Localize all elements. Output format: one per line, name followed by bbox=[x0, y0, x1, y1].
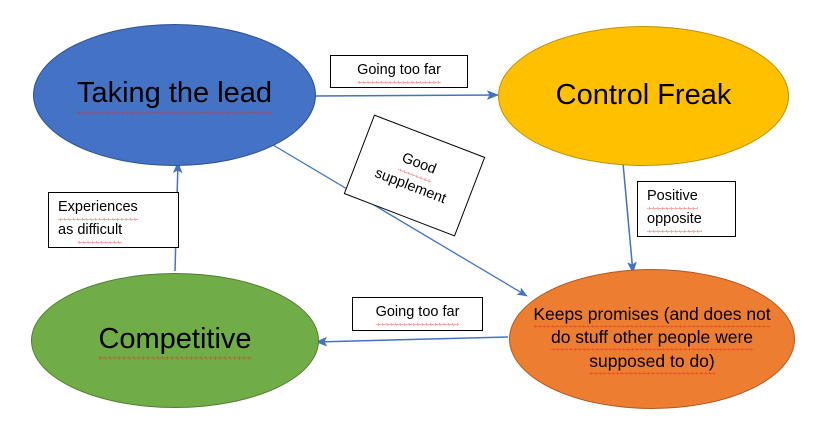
edge-label-going-too-far-bottom[interactable]: Going too far bbox=[352, 297, 483, 331]
keeps-line-2: do stuff other people were bbox=[550, 327, 754, 353]
node-competitive-label: Competitive bbox=[88, 322, 261, 361]
edge-label-good-supplement[interactable]: Good supplement bbox=[343, 114, 486, 237]
node-control-freak-label: Control Freak bbox=[555, 79, 732, 112]
difficult-word: difficult bbox=[77, 220, 122, 245]
arrow-keeps-to-competitive bbox=[315, 336, 509, 347]
node-control-freak[interactable]: Control Freak bbox=[498, 26, 789, 166]
edge-label-experiences-as-difficult[interactable]: Experiences as difficult bbox=[48, 192, 179, 248]
edge-label-going-too-far-top[interactable]: Going too far bbox=[330, 55, 468, 88]
edge-label-good-supplement-text: Good supplement bbox=[372, 150, 449, 207]
node-competitive[interactable]: Competitive bbox=[31, 273, 319, 408]
node-taking-the-lead-label: Taking the lead bbox=[67, 76, 282, 116]
experiences-line-2: as difficult bbox=[58, 222, 122, 245]
arrow-control-to-keeps bbox=[622, 162, 637, 274]
node-keeps-promises[interactable]: Keeps promises (and does not do stuff ot… bbox=[509, 269, 795, 409]
edge-label-going-too-far-bottom-text: Going too far bbox=[375, 302, 459, 327]
node-taking-the-lead[interactable]: Taking the lead bbox=[33, 24, 316, 166]
keeps-line-3: supposed to do) bbox=[589, 351, 715, 376]
edge-label-experiences-text: Experiences as difficult bbox=[58, 197, 138, 245]
edge-label-positive-text: Positive opposite bbox=[647, 186, 702, 234]
arrow-lead-to-control bbox=[313, 90, 499, 100]
keeps-line-1: Keeps promises (and does not bbox=[533, 304, 772, 329]
edge-label-going-too-far-top-text: Going too far bbox=[357, 60, 441, 85]
node-keeps-promises-label: Keeps promises (and does not do stuff ot… bbox=[523, 304, 780, 376]
edge-label-positive-opposite[interactable]: Positive opposite bbox=[637, 181, 736, 237]
